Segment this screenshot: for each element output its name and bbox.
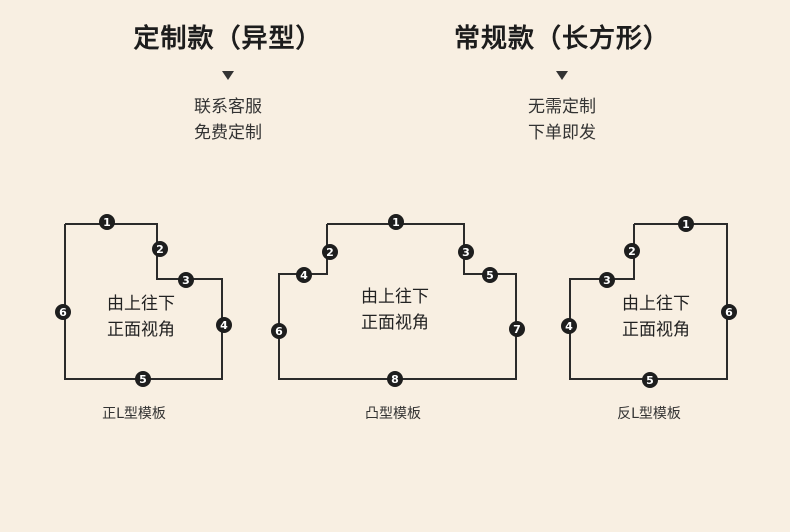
- reverse-l-shape-center-line-2: 正面视角: [622, 320, 690, 340]
- edge-badge: 8: [387, 371, 403, 387]
- svg-text:5: 5: [139, 373, 147, 386]
- reverse-l-shape-outline: [569, 223, 728, 380]
- convex-shape-center-line-2: 正面视角: [361, 313, 429, 333]
- svg-text:5: 5: [486, 269, 494, 282]
- svg-text:4: 4: [220, 319, 228, 332]
- edge-badge: 3: [458, 244, 474, 260]
- reverse-l-shape-caption: 反L型模板: [617, 406, 681, 422]
- svg-text:1: 1: [682, 218, 690, 231]
- down-arrow-icon: [556, 71, 568, 80]
- reverse-l-shape-center-line-1: 由上往下: [622, 294, 690, 314]
- edge-badge: 7: [509, 321, 525, 337]
- custom-option-line-1: 联系客服: [194, 97, 262, 117]
- svg-text:4: 4: [300, 269, 308, 282]
- reverse-l-shape-template: 由上往下 正面视角 反L型模板 1 2 3 4 5 6: [561, 216, 737, 422]
- svg-text:3: 3: [182, 274, 190, 287]
- edge-badge: 1: [678, 216, 694, 232]
- down-arrow-icon: [222, 71, 234, 80]
- regular-option-title: 常规款（长方形）: [453, 24, 670, 54]
- edge-badge: 2: [322, 244, 338, 260]
- l-shape-caption: 正L型模板: [102, 406, 166, 422]
- svg-text:1: 1: [103, 216, 111, 229]
- svg-text:1: 1: [392, 216, 400, 229]
- custom-option-line-2: 免费定制: [194, 123, 262, 143]
- edge-badge: 6: [721, 304, 737, 320]
- svg-text:2: 2: [628, 245, 636, 258]
- edge-badge: 4: [216, 317, 232, 333]
- regular-option-line-1: 无需定制: [528, 97, 596, 117]
- edge-badge: 5: [642, 372, 658, 388]
- svg-text:2: 2: [156, 243, 164, 256]
- edge-badge: 2: [624, 243, 640, 259]
- edge-badge: 5: [135, 371, 151, 387]
- edge-badge: 4: [561, 318, 577, 334]
- edge-badge: 4: [296, 267, 312, 283]
- l-shape-center-line-2: 正面视角: [107, 320, 175, 340]
- edge-badge: 1: [388, 214, 404, 230]
- custom-option: 定制款（异型） 联系客服 免费定制: [78, 18, 378, 146]
- svg-text:6: 6: [275, 325, 283, 338]
- l-shape-template: 由上往下 正面视角 正L型模板 1 2 3 4 5 6: [55, 214, 232, 422]
- l-shape-center-line-1: 由上往下: [107, 294, 175, 314]
- svg-text:7: 7: [513, 323, 521, 336]
- edge-badge: 3: [599, 272, 615, 288]
- convex-shape-center-line-1: 由上往下: [361, 287, 429, 307]
- custom-option-title: 定制款（异型）: [133, 24, 323, 54]
- svg-text:6: 6: [725, 306, 733, 319]
- convex-shape-caption: 凸型模板: [365, 406, 421, 422]
- svg-text:8: 8: [391, 373, 399, 386]
- convex-shape-template: 由上往下 正面视角 凸型模板 1 2 3 4 5 6 7 8: [271, 214, 525, 422]
- regular-option: 常规款（长方形） 无需定制 下单即发: [412, 18, 712, 146]
- edge-badge: 5: [482, 267, 498, 283]
- svg-text:4: 4: [565, 320, 573, 333]
- edge-badge: 6: [55, 304, 71, 320]
- svg-text:3: 3: [462, 246, 470, 259]
- regular-option-line-2: 下单即发: [528, 123, 596, 143]
- l-shape-outline: [64, 223, 223, 380]
- svg-text:2: 2: [326, 246, 334, 259]
- edge-badge: 6: [271, 323, 287, 339]
- svg-text:6: 6: [59, 306, 67, 319]
- svg-text:5: 5: [646, 374, 654, 387]
- edge-badge: 2: [152, 241, 168, 257]
- svg-text:3: 3: [603, 274, 611, 287]
- edge-badge: 3: [178, 272, 194, 288]
- edge-badge: 1: [99, 214, 115, 230]
